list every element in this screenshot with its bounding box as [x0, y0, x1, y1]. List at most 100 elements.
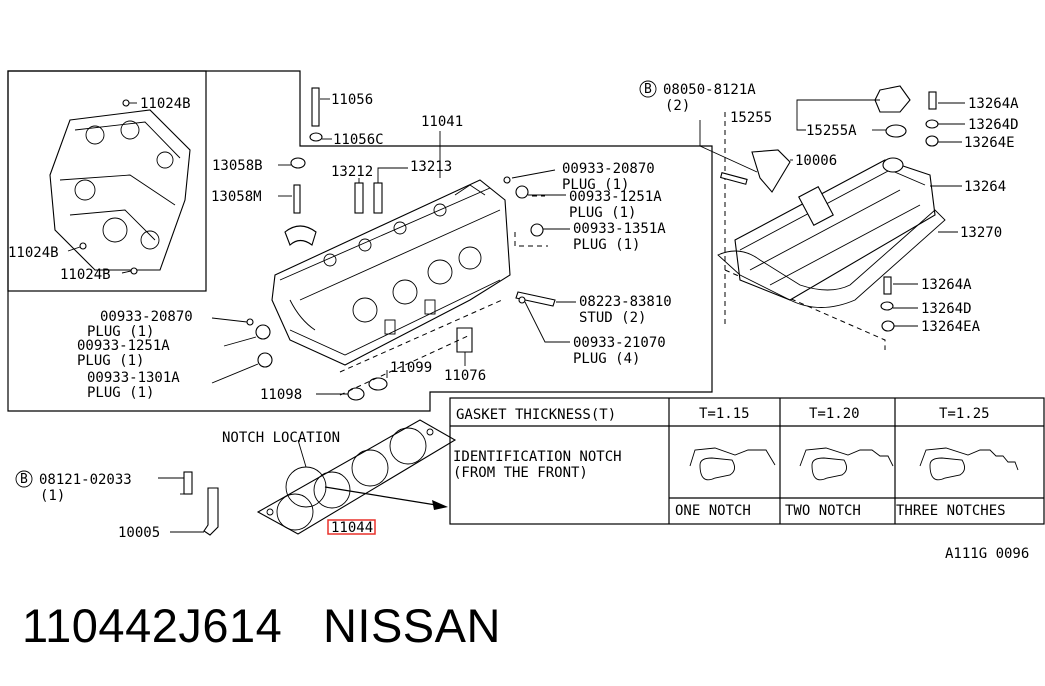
plug-20870-upper: [503, 176, 511, 184]
part-label-11041: 11041: [421, 114, 463, 130]
table-column-header: T=1.25: [939, 406, 990, 422]
head-gasket-sketch: [256, 419, 457, 535]
part-label-08050-8121A: 08050-8121A: [663, 82, 756, 98]
plug-1251A-lower: [255, 324, 271, 340]
part-label-00933-21070: 00933-21070: [573, 335, 666, 351]
notch-count-cell: THREE NOTCHES: [896, 503, 1006, 519]
leader-lines-lower: [158, 477, 204, 533]
seal-13264EA: [881, 320, 895, 332]
part-label-10005: 10005: [118, 525, 160, 541]
part-label-15255A: 15255A: [806, 123, 857, 139]
part-label-00933-1251A: 00933-1251A: [77, 338, 170, 354]
plug-1301A-lower: [257, 352, 273, 368]
one-notch-sketch: [689, 447, 776, 481]
footer-caption: 110442J614 NISSAN: [22, 598, 501, 653]
part-label-13213: 13213: [410, 159, 452, 175]
plug-qty-label: PLUG (1): [77, 353, 144, 369]
three-notch-sketch: [919, 447, 1019, 481]
gasket-thickness-table: [449, 397, 1045, 525]
part-label-08223-83810: 08223-83810: [579, 294, 672, 310]
washer-11056C: [309, 132, 323, 142]
circle-b-letter: B: [644, 82, 652, 97]
plug-11076: [456, 327, 473, 353]
plug-1251A-upper: [515, 185, 529, 199]
inset-box: [7, 70, 207, 292]
leader: [67, 246, 81, 252]
plug-qty-label: PLUG (1): [87, 385, 154, 401]
part-label-13264E: 13264E: [964, 135, 1015, 151]
bolt-13264A-top: [928, 91, 937, 110]
part-label-00933-20870: 00933-20870: [100, 309, 193, 325]
part-label-13264A: 13264A: [968, 96, 1019, 112]
two-notch-sketch: [799, 447, 894, 481]
part-label-11024B: 11024B: [60, 267, 111, 283]
rocker-cover-sketch: [717, 157, 946, 308]
part-label-13264D: 13264D: [968, 117, 1019, 133]
seal-13264E: [925, 135, 939, 147]
part-label-11056C: 11056C: [333, 132, 384, 148]
leader: [121, 270, 132, 274]
stud-08223: [515, 291, 556, 307]
plug-qty-label: PLUG (1): [573, 237, 640, 253]
part-highlight-11044: [327, 519, 376, 535]
part-label-13212: 13212: [331, 164, 373, 180]
part-label-11056: 11056: [331, 92, 373, 108]
plug-1351A-upper: [530, 223, 544, 237]
leader-lines-cover: [699, 99, 965, 327]
notch-location-label: NOTCH LOCATION: [222, 430, 340, 446]
part-label-13264: 13264: [964, 179, 1006, 195]
stud-13058M: [293, 184, 301, 214]
part-label-00933-1251A: 00933-1251A: [569, 189, 662, 205]
part-label-13058B: 13058B: [212, 158, 263, 174]
washer-13264D-top: [925, 119, 939, 129]
table-column-header: T=1.15: [699, 406, 750, 422]
plug-qty-label: PLUG (1): [562, 177, 629, 193]
part-label-00933-20870: 00933-20870: [562, 161, 655, 177]
table-column-header: T=1.20: [809, 406, 860, 422]
part-label-08121-02033: 08121-02033: [39, 472, 132, 488]
circle-b-marker: [639, 80, 657, 98]
bolt-13264A-bottom: [883, 276, 892, 295]
guide-13212: [354, 182, 364, 214]
part-label-13264EA: 13264EA: [921, 319, 981, 335]
guide-13213: [373, 182, 383, 214]
part-label-15255: 15255: [730, 110, 772, 126]
bracket-10005: [203, 487, 219, 536]
oil-cap-15255: [874, 85, 911, 113]
inset-engine-sketch: [49, 99, 191, 275]
part-number: 110442J614: [22, 599, 283, 652]
qty-label: (2): [665, 98, 690, 114]
plug-qty-label: PLUG (4): [573, 351, 640, 367]
cylinder-head-sketch: [271, 179, 511, 366]
bracket-10006: [751, 149, 791, 193]
part-label-13264A: 13264A: [921, 277, 972, 293]
part-label-13264D: 13264D: [921, 301, 972, 317]
bolt-08050: [719, 172, 748, 185]
table-header-label: GASKET THICKNESS(T): [456, 407, 616, 423]
circle-b-letter: B: [20, 472, 28, 487]
plug-qty-label: PLUG (1): [87, 324, 154, 340]
gasket-15255A: [885, 124, 907, 138]
part-label-10006: 10006: [795, 153, 837, 169]
part-label-13058M: 13058M: [211, 189, 262, 205]
table-row-label: (FROM THE FRONT): [453, 465, 588, 481]
notch-count-cell: TWO NOTCH: [785, 503, 861, 519]
arrow-head: [432, 500, 448, 510]
stud-qty-label: STUD (2): [579, 310, 646, 326]
assembly-frame: [7, 70, 713, 412]
part-label-13270: 13270: [960, 225, 1002, 241]
plug-21070: [518, 296, 526, 304]
nut-13058B: [290, 157, 306, 169]
table-row-label: IDENTIFICATION NOTCH: [453, 449, 622, 465]
part-label-11024B: 11024B: [140, 96, 191, 112]
qty-label: (1): [40, 488, 65, 504]
plug-qty-label: PLUG (1): [569, 205, 636, 221]
part-label-11099: 11099: [390, 360, 432, 376]
part-label-11044: 11044: [331, 520, 373, 536]
plug-20870-lower: [246, 318, 254, 326]
part-label-00933-1301A: 00933-1301A: [87, 370, 180, 386]
bolt-11056: [311, 87, 320, 127]
washer-13264D-bottom: [880, 301, 894, 311]
bolt-08121: [183, 471, 193, 495]
